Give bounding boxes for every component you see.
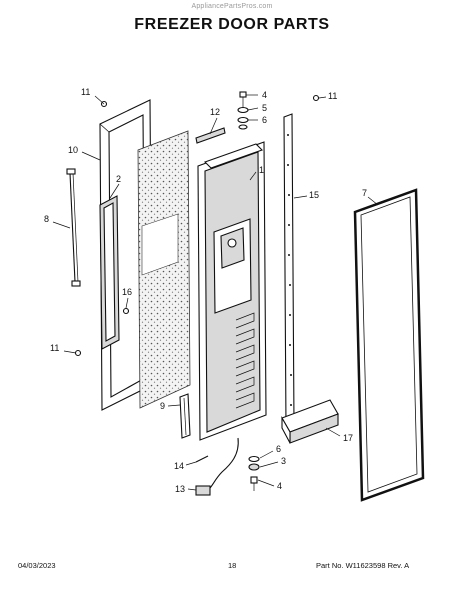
part-4-5-6-top-hardware[interactable] [237, 91, 249, 130]
footer-page-number: 18 [228, 561, 237, 570]
callout-9: 9 [160, 401, 165, 411]
callout-12: 12 [210, 107, 220, 117]
part-17-shelf-bin[interactable] [281, 399, 339, 444]
callout-14: 14 [174, 461, 184, 471]
part-3-4-6-lower-hardware[interactable] [248, 455, 260, 492]
footer-date: 04/03/2023 [18, 561, 56, 570]
leader-lines [52, 94, 379, 491]
part-14-pin[interactable] [195, 455, 209, 463]
insulation-panel [137, 130, 191, 409]
part-15-right-strip[interactable] [283, 113, 295, 429]
callout-10: 10 [68, 145, 78, 155]
part-12-top-trim[interactable] [195, 127, 226, 144]
callout-13: 13 [175, 484, 185, 494]
door-shelf-rails [235, 312, 255, 409]
part-1-door-panel[interactable] [197, 141, 267, 441]
part-7-door-gasket[interactable] [353, 188, 425, 502]
callout-1: 1 [259, 165, 264, 175]
callout-6: 6 [276, 444, 281, 454]
part-9-left-strip[interactable] [179, 393, 191, 439]
callout-17: 17 [343, 433, 353, 443]
part-8-rod[interactable] [66, 168, 81, 287]
watermark: AppliancePartsPros.com [191, 3, 273, 10]
callout-8: 8 [44, 214, 49, 224]
callout-15: 15 [309, 190, 319, 200]
callout-2: 2 [116, 174, 121, 184]
callout-3: 3 [281, 456, 286, 466]
part-13-wire-harness[interactable] [195, 437, 239, 496]
screw-icon [74, 94, 320, 357]
callout-4: 4 [262, 90, 267, 100]
callout-7: 7 [362, 188, 367, 198]
callout-6: 6 [262, 115, 267, 125]
page-title: FREEZER DOOR PARTS [134, 16, 330, 33]
callout-labels: 4 5 6 11 11 12 10 2 1 7 15 8 16 11 9 17 … [44, 87, 367, 494]
callout-4: 4 [277, 481, 282, 491]
footer-part-number: Part No. W11623598 Rev. A [316, 561, 410, 570]
callout-5: 5 [262, 103, 267, 113]
callout-11: 11 [81, 87, 90, 97]
part-2-trim-strip[interactable] [99, 195, 120, 350]
callout-11: 11 [50, 343, 59, 353]
callout-16: 16 [122, 287, 132, 297]
callout-11: 11 [328, 91, 337, 101]
